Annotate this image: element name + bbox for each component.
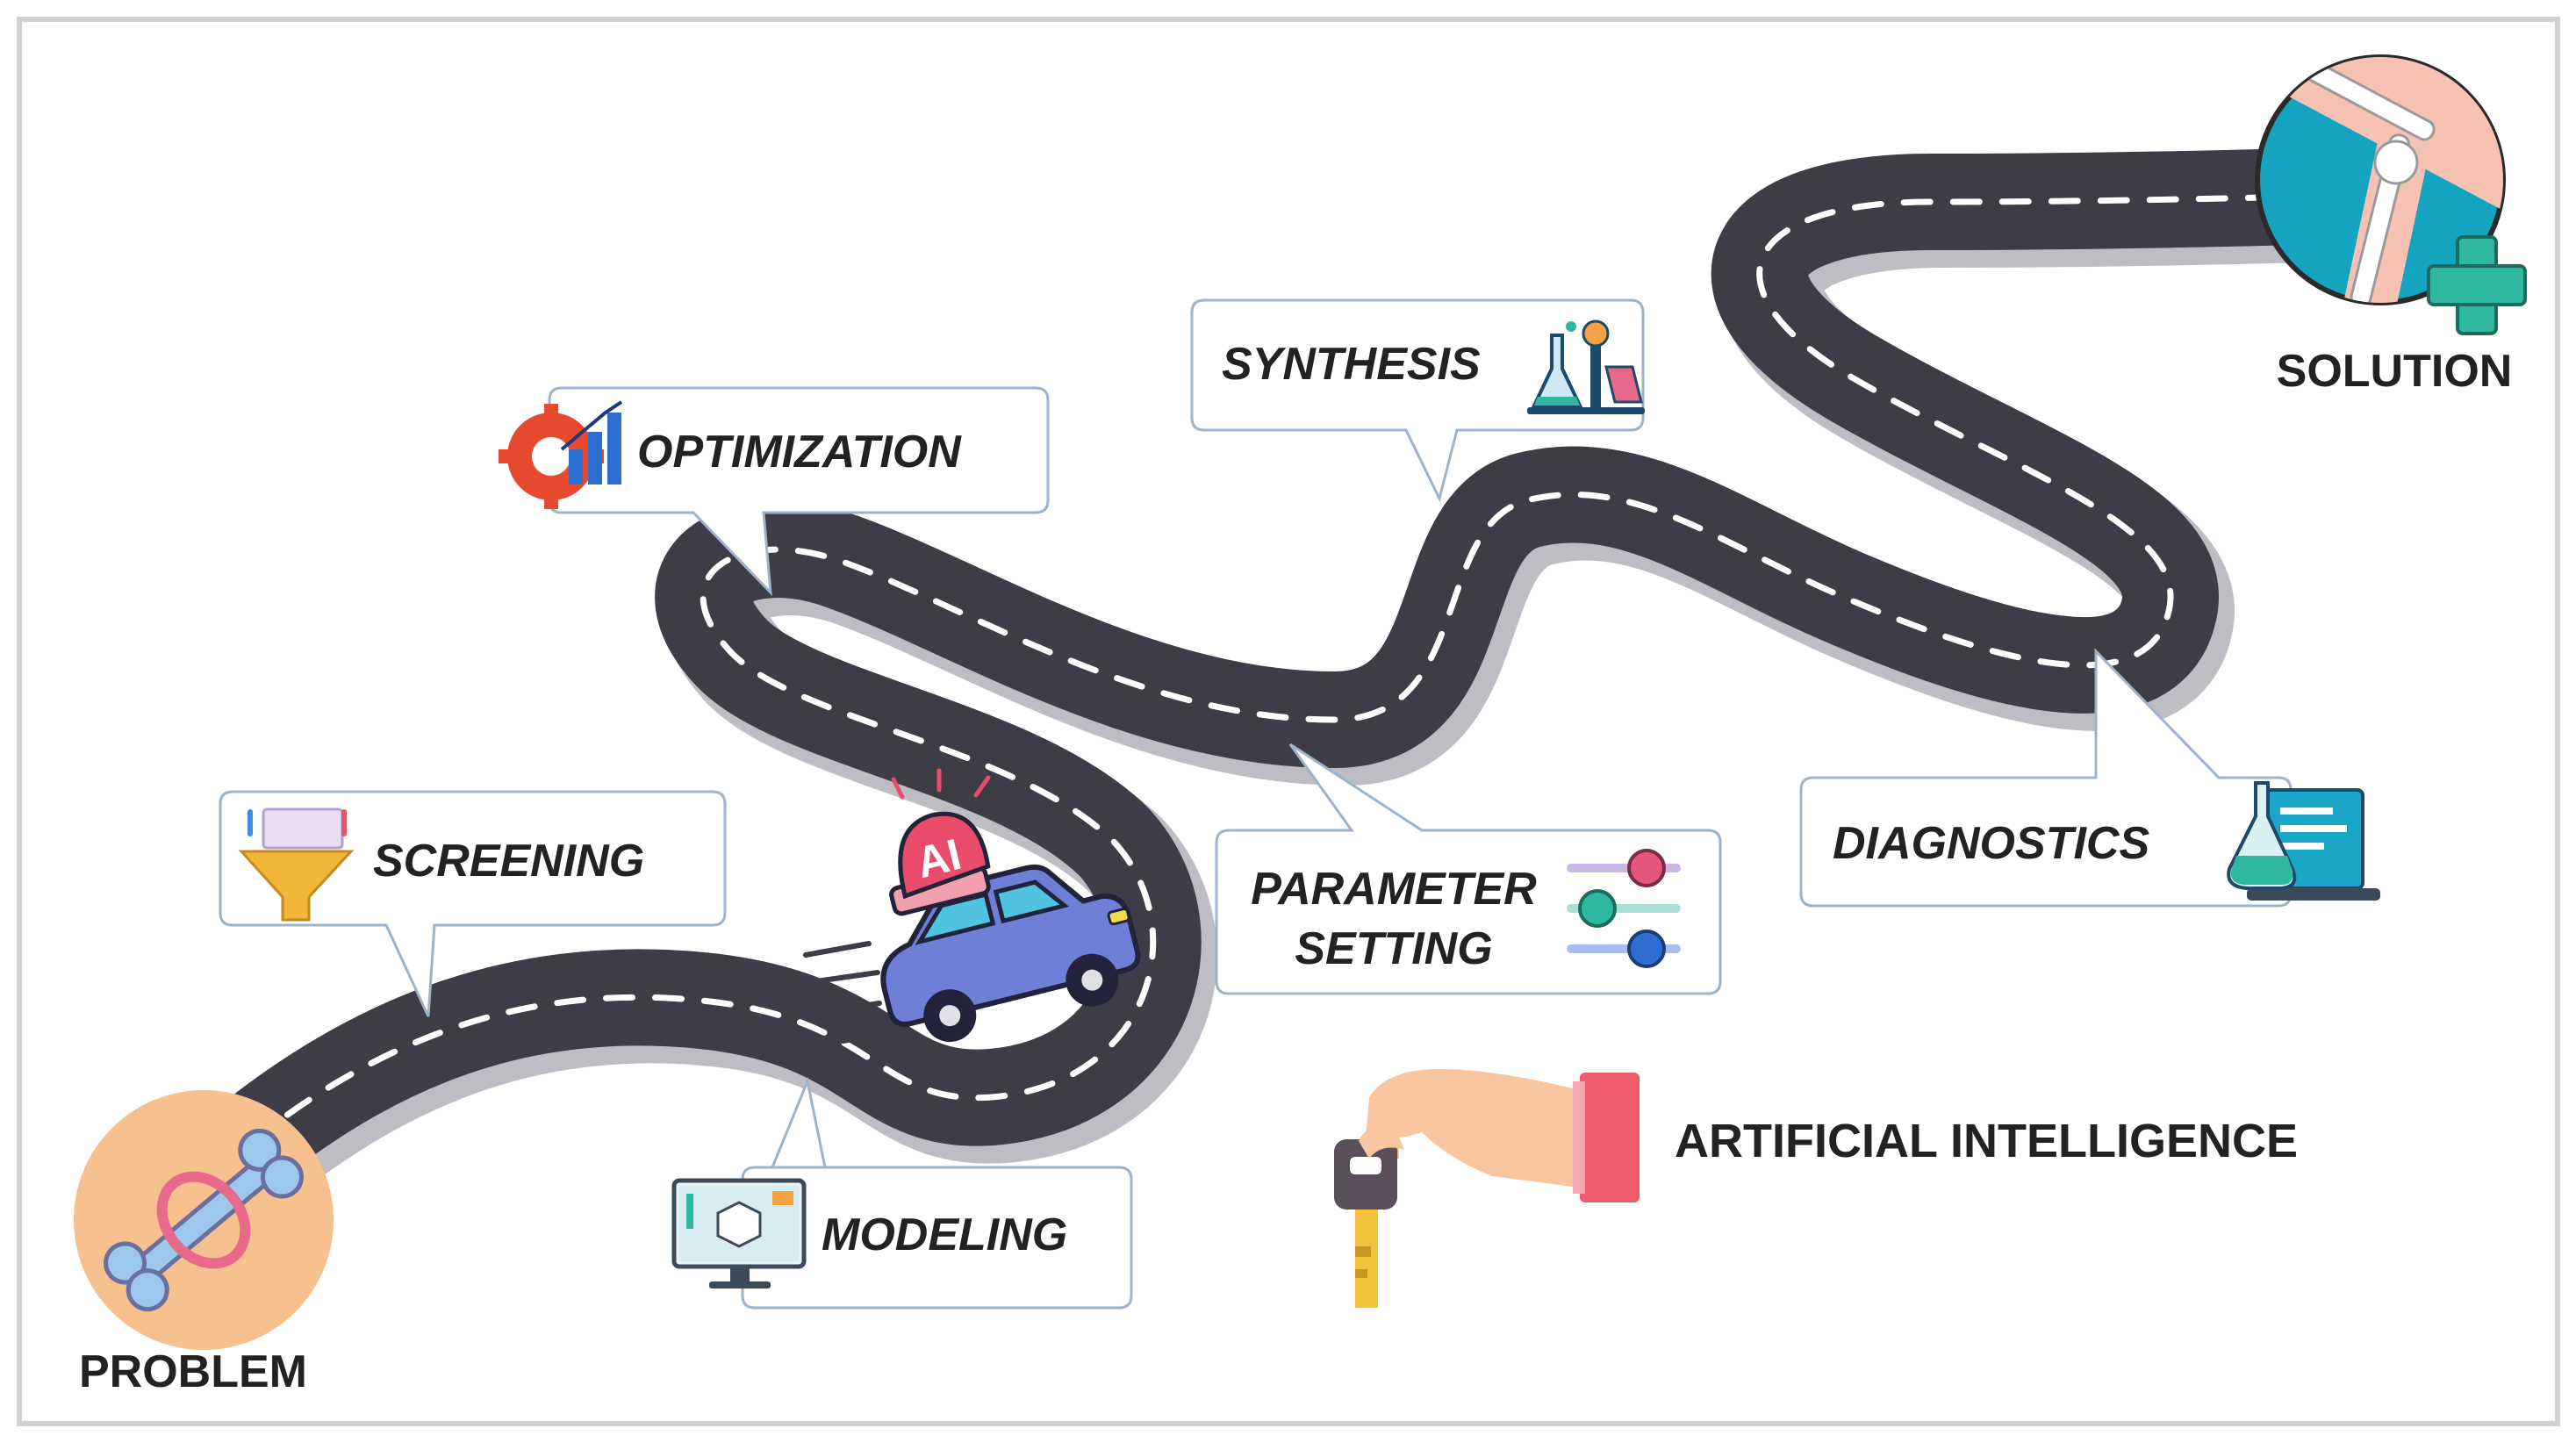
road-lane-markings <box>207 191 2373 1180</box>
solution-node: SOLUTION <box>2255 54 2527 397</box>
medical-plus-icon <box>2427 235 2527 335</box>
hand-with-key-icon <box>1334 1069 1640 1308</box>
callout-parameter-setting: PARAMETER SETTING <box>1215 743 1722 995</box>
callout-box <box>1799 648 2293 908</box>
broken-bone-icon <box>104 1128 304 1312</box>
screening-label: SCREENING <box>373 836 644 887</box>
hand <box>1366 1069 1573 1187</box>
parameter-label: PARAMETER <box>1251 864 1537 915</box>
setting-label: SETTING <box>1295 923 1492 974</box>
callout-diagnostics: DIAGNOSTICS <box>1799 648 2380 908</box>
lab-flask-icon <box>1527 319 1645 414</box>
speed-lines <box>803 941 889 1044</box>
sleeve-cuff <box>1580 1073 1640 1202</box>
key-blade <box>1355 1210 1378 1308</box>
callout-box <box>1215 743 1722 995</box>
callout-box <box>1190 298 1645 503</box>
callout-box <box>548 386 1050 597</box>
gear-chart-icon <box>499 400 623 509</box>
slider-controls-icon <box>1567 849 1681 968</box>
car-window-rear <box>993 879 1070 924</box>
synthesis-label: SYNTHESIS <box>1222 339 1481 390</box>
callout-optimization: OPTIMIZATION <box>499 386 1050 597</box>
callout-box <box>741 1076 1133 1310</box>
ai-car: AI <box>803 768 1141 1044</box>
callout-screening: SCREENING <box>219 790 727 1017</box>
artificial-intelligence-label: ARTIFICIAL INTELLIGENCE <box>1675 1115 2298 1167</box>
optimization-label: OPTIMIZATION <box>637 427 962 477</box>
funnel-icon <box>238 808 355 922</box>
diagnostics-label: DIAGNOSTICS <box>1833 818 2149 869</box>
problem-node: PROBLEM <box>74 1090 334 1397</box>
laptop-lab-icon <box>2227 781 2380 901</box>
callout-box <box>219 790 727 1017</box>
solution-label: SOLUTION <box>2277 346 2513 397</box>
problem-label: PROBLEM <box>79 1346 307 1397</box>
ai-beacon: AI <box>889 768 991 916</box>
monitor-3d-model-icon <box>671 1178 807 1288</box>
modeling-label: MODELING <box>822 1210 1067 1260</box>
winding-road <box>162 147 2434 1242</box>
callout-modeling: MODELING <box>671 1076 1133 1310</box>
callout-synthesis: SYNTHESIS <box>1190 298 1645 503</box>
